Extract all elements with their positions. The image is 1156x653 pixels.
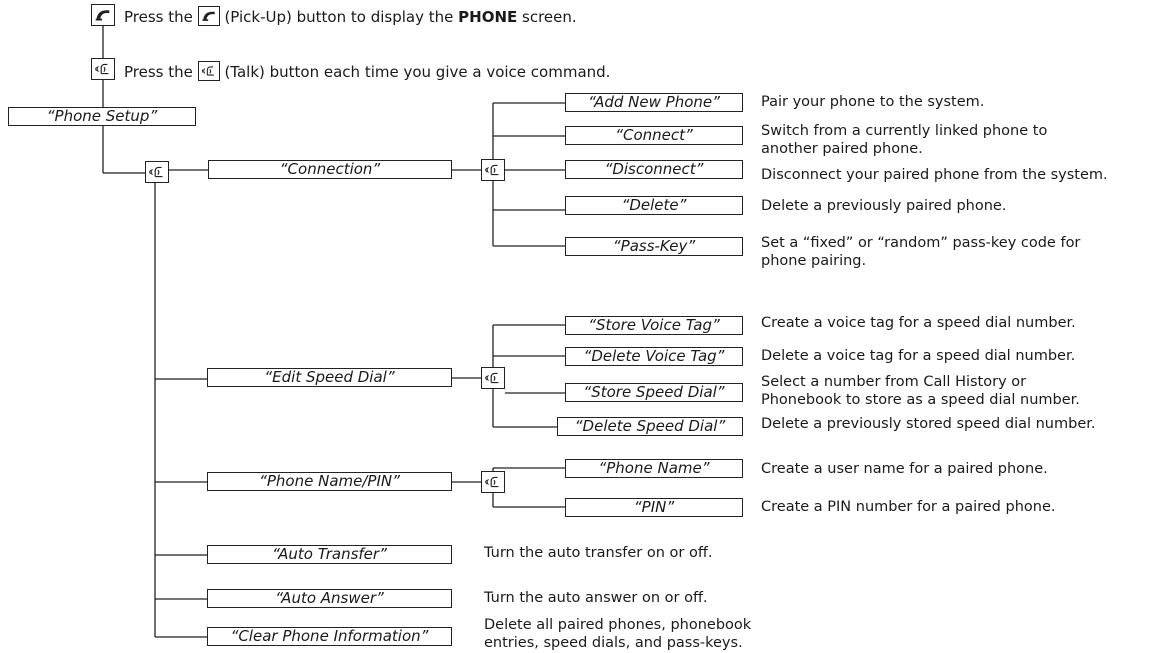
talk-voice-icon	[481, 471, 505, 493]
talk-voice-icon	[145, 161, 169, 183]
talk-voice-icon	[197, 61, 220, 81]
delete-command: “Delete”	[565, 196, 743, 215]
pickup-instruction: Press the (Pick-Up) button to display th…	[124, 6, 577, 26]
phone-name-command: “Phone Name”	[565, 459, 743, 478]
phone-name-pin-command: “Phone Name/PIN”	[207, 472, 452, 491]
pick-up-phone-icon	[197, 6, 220, 26]
auto-transfer-command: “Auto Transfer”	[207, 545, 452, 564]
connect-command: “Connect”	[565, 126, 743, 145]
connection-command: “Connection”	[208, 160, 452, 179]
phone-setup-command: “Phone Setup”	[8, 107, 196, 126]
delete-speed-dial-description: Delete a previously stored speed dial nu…	[761, 416, 1096, 432]
disconnect-command: “Disconnect”	[565, 160, 743, 179]
add-new-phone-description: Pair your phone to the system.	[761, 94, 985, 110]
pass-key-command: “Pass-Key”	[565, 237, 743, 256]
clear-phone-information-command: “Clear Phone Information”	[207, 627, 452, 646]
store-speed-dial-command: “Store Speed Dial”	[565, 383, 743, 402]
store-speed-dial-description: Select a number from Call History or Pho…	[761, 374, 1080, 408]
auto-answer-description: Turn the auto answer on or off.	[484, 590, 708, 606]
disconnect-description: Disconnect your paired phone from the sy…	[761, 167, 1108, 183]
edit-speed-dial-command: “Edit Speed Dial”	[207, 368, 452, 387]
delete-speed-dial-command: “Delete Speed Dial”	[557, 417, 743, 436]
connect-description: Switch from a currently linked phone to …	[761, 123, 1048, 157]
store-voice-tag-description: Create a voice tag for a speed dial numb…	[761, 315, 1076, 331]
talk-instruction: Press the (Talk) button each time you gi…	[124, 61, 611, 81]
talk-voice-icon	[481, 159, 505, 181]
delete-voice-tag-command: “Delete Voice Tag”	[565, 347, 743, 366]
store-voice-tag-command: “Store Voice Tag”	[565, 316, 743, 335]
delete-description: Delete a previously paired phone.	[761, 198, 1007, 214]
pass-key-description: Set a “fixed” or “random” pass-key code …	[761, 235, 1081, 269]
auto-answer-command: “Auto Answer”	[207, 589, 452, 608]
talk-voice-icon	[91, 58, 115, 80]
delete-voice-tag-description: Delete a voice tag for a speed dial numb…	[761, 348, 1076, 364]
pin-description: Create a PIN number for a paired phone.	[761, 499, 1056, 515]
auto-transfer-description: Turn the auto transfer on or off.	[484, 545, 713, 561]
talk-voice-icon	[481, 367, 505, 389]
pin-command: “PIN”	[565, 498, 743, 517]
add-new-phone-command: “Add New Phone”	[565, 93, 743, 112]
phone-name-description: Create a user name for a paired phone.	[761, 461, 1048, 477]
clear-phone-information-description: Delete all paired phones, phonebook entr…	[484, 617, 752, 651]
pick-up-phone-icon	[91, 4, 115, 26]
